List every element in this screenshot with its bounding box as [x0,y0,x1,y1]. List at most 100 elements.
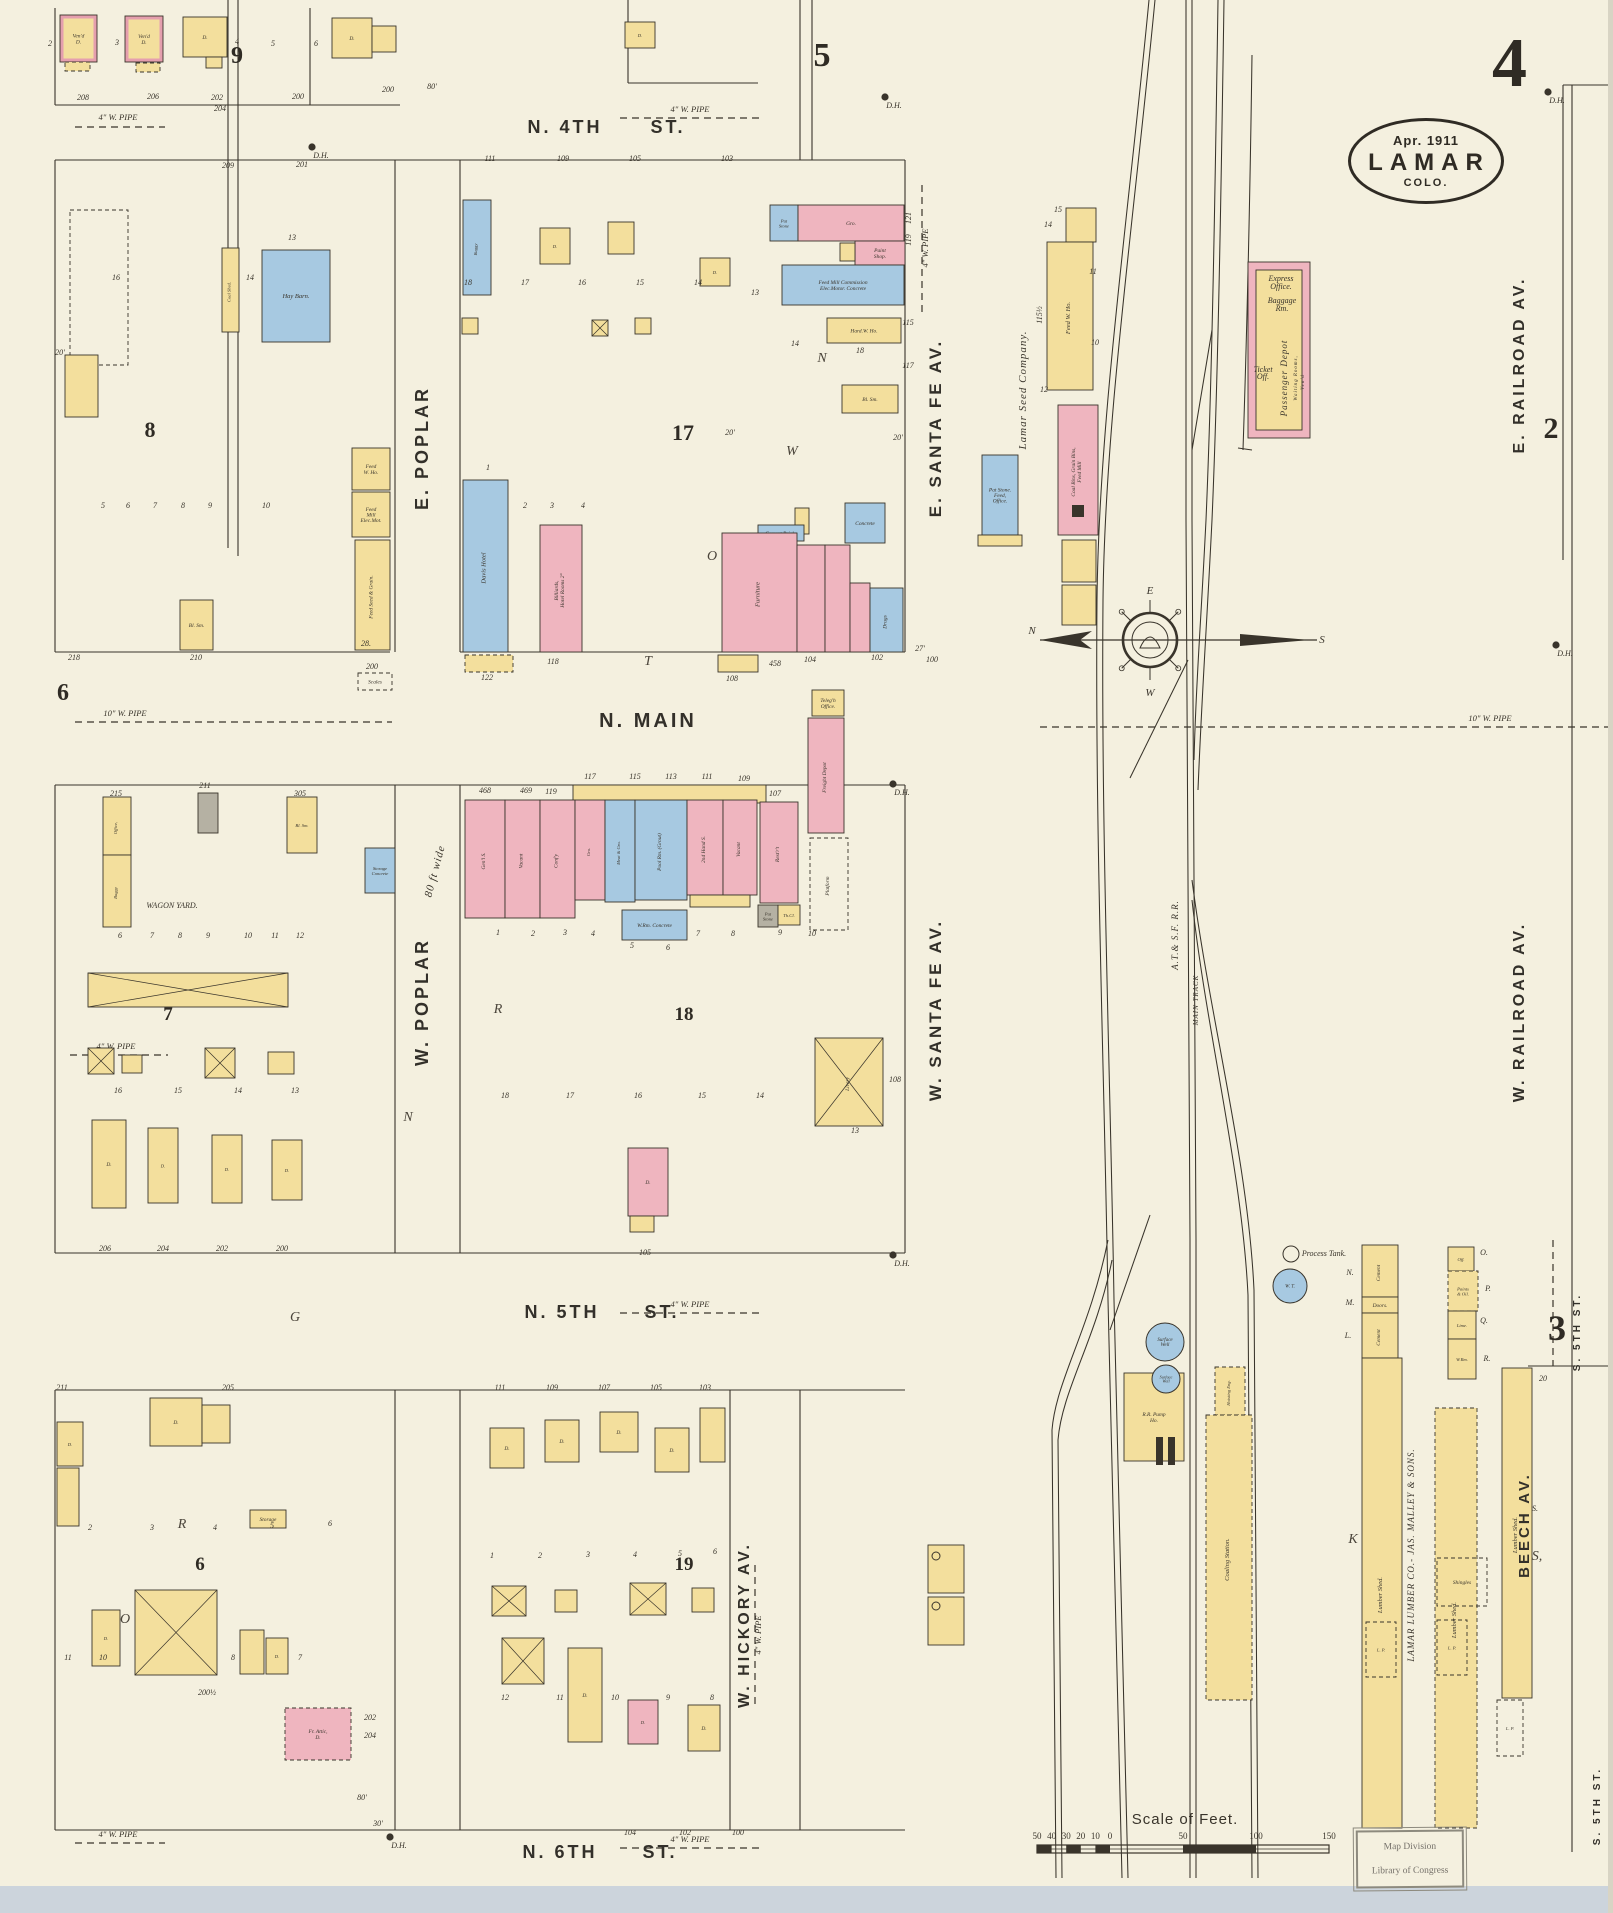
lot-or-address: 10 [244,931,252,940]
block-number: 18 [675,1004,694,1025]
map-annotation: Lamar Seed Company. [1017,331,1029,451]
dh-label: D.H. [893,788,910,797]
lot-or-address: 18 [501,1091,509,1100]
street-label: N. MAIN [599,710,697,732]
lot-or-address: 9 [208,501,212,510]
building-label: D. [284,1168,289,1173]
lot-or-address: 7 [153,501,158,510]
lot-or-address: 6 [118,931,122,940]
building [604,799,636,903]
lot-or-address: 16 [634,1091,642,1100]
scan-right-edge [1608,0,1613,1913]
building [1365,1621,1397,1678]
building-label: Concrete [855,521,875,527]
building [844,502,886,544]
lot-or-address: 13 [288,233,296,242]
building [464,654,514,673]
script-letter: N [816,351,827,366]
scale-bar-segment [1183,1845,1256,1853]
building-label: L. P. [1447,1646,1456,1651]
lot-or-address: 103 [721,154,733,163]
street-label: ST. [644,1302,679,1322]
building [627,1147,669,1217]
lot-or-address: 117 [902,361,914,370]
lot-or-address: 30' [372,1819,383,1828]
lot-or-address: 20 [1539,1374,1547,1383]
building [91,1119,127,1209]
lot-or-address: 115½ [1035,306,1044,323]
street-label: N. 4TH [527,117,602,137]
lot-or-address: 11 [1089,267,1096,276]
script-letter: N [402,1110,413,1125]
water-pipe-label: 4" W. PIPE [97,1041,137,1051]
compass-inner-ring [1131,621,1169,659]
building [777,904,801,926]
water-pipe-label: 10" W. PIPE [103,708,147,718]
lot-or-address: 28. [361,639,371,648]
building [357,672,393,691]
lot-or-address: 201 [296,160,308,169]
building-label: Cement [1376,1329,1382,1346]
stamp-line2: Library of Congress [1371,1865,1449,1877]
building-label: Freight Depot [822,762,828,794]
compass-ornament [1139,636,1161,649]
lot-or-address: 205 [222,1383,234,1392]
lot-or-address: 3 [585,1550,590,1559]
lot-or-address: 4 [213,1523,217,1532]
map-annotation: Waiting Rooms, [1294,355,1299,400]
building-label: Coaling Station. [1224,1538,1231,1581]
lot-or-address: 20' [893,433,903,442]
lot-or-address: 8 [731,929,735,938]
street-label: W. SANTA FE AV. [926,919,945,1101]
railroad-track [1057,1259,1113,1879]
building-label: Fr. Attic,D. [308,1729,329,1741]
building [464,799,506,919]
lot-or-address: 5 [101,501,105,510]
building-label: D. [615,1430,621,1436]
pump-symbol [1168,1437,1175,1465]
lot-or-address: 10 [262,501,270,510]
lot-or-address: 18 [464,278,472,287]
building [634,799,688,901]
lot-or-address: 2 [88,1523,92,1532]
building [135,62,161,73]
lot-or-address: 13 [851,1126,859,1135]
lot-or-address: 9 [666,1693,670,1702]
building [504,799,541,919]
building [826,317,902,344]
building-label: Lumber Shed. [1512,1517,1519,1554]
tank-label: W. T. [1285,1285,1295,1290]
building [544,1419,580,1463]
building [629,1215,655,1233]
lot-or-address: Process Tank. [1301,1249,1346,1258]
lot-or-address: WAGON YARD. [146,901,197,910]
building-core [128,19,160,59]
lot-or-address: 202 [216,1244,228,1253]
building-label: Coal Shed. [227,282,232,302]
scale-tick: 20 [1076,1831,1086,1841]
lot-or-address: 18 [856,346,864,355]
building [574,799,606,901]
building-label: Off. [1457,1257,1464,1262]
lot-or-address: 113 [665,772,676,781]
building [769,204,799,242]
building [539,524,583,653]
block-number: 9 [231,43,243,69]
lot-or-address: 5 [270,1521,274,1530]
building [796,544,826,653]
water-pipe-label: 4" W. PIPE [753,1615,763,1655]
building [147,1127,179,1204]
building [1046,241,1094,391]
water-pipe-label: 10" W. PIPE [1468,713,1512,723]
building [149,1397,203,1447]
lot-or-address: 7 [298,1653,303,1662]
building [265,1637,289,1675]
lot-or-address: 119 [545,787,556,796]
building [759,801,799,904]
lot-or-address: 211 [56,1383,67,1392]
block-number: 6 [57,680,69,706]
scale-bar-segment [1037,1845,1052,1853]
building-label: Platform [824,876,831,896]
